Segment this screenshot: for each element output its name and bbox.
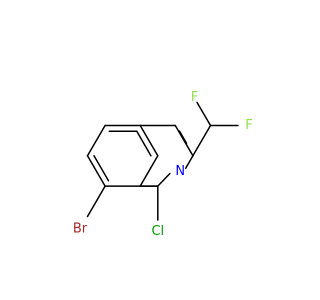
bond-n2-c1	[157, 172, 171, 187]
fluorine-upper-label: F	[191, 90, 198, 105]
bond-group	[86, 101, 239, 221]
fluorine-right-label: F	[245, 118, 252, 133]
chlorine-label: Cl	[151, 224, 164, 239]
atom-label-group: Br Cl N F F	[73, 90, 253, 239]
bond-c8a-c4a-inner	[136, 130, 152, 157]
bond-chf2-f-upper	[196, 101, 212, 127]
nitrogen-label: N	[175, 164, 185, 179]
bond-c8-c8a	[139, 155, 159, 187]
bond-c6-c7	[86, 155, 106, 187]
molecule-svg: Br Cl N F F	[73, 90, 253, 239]
bond-c4-c3	[174, 124, 194, 157]
bond-c5-c6	[86, 124, 106, 157]
bond-c8a-c4a	[139, 124, 159, 157]
bond-c3-n2	[184, 155, 194, 169]
bond-c3-chf2	[192, 124, 212, 157]
bond-c7-br	[86, 185, 106, 218]
bromine-label: Br	[73, 222, 88, 237]
bond-c6-c7-inner	[93, 155, 110, 182]
molecule-structure: Br Cl N F F	[73, 90, 253, 239]
bond-c4-c3-inner	[178, 130, 188, 144]
